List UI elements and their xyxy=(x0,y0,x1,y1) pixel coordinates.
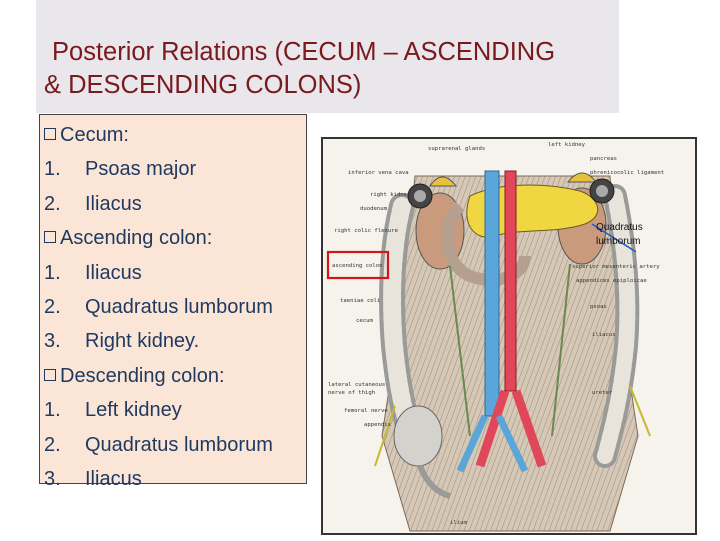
slide-title: Posterior Relations (CECUM – ASCENDING &… xyxy=(44,36,614,102)
list-item-number: 1. xyxy=(44,261,61,284)
figure-label-right: left kidney xyxy=(548,142,586,148)
list-item: 3. Iliacus xyxy=(44,462,309,496)
figure-label-left: suprarenal glands xyxy=(428,146,485,152)
list-item: 1. Iliacus xyxy=(44,256,309,290)
cutaneous-nerve-shape xyxy=(374,405,396,467)
appendix-shape xyxy=(417,464,451,499)
list-item-number: 1. xyxy=(44,158,61,181)
anatomy-illustration: suprarenal glands inferior vena cava right… xyxy=(321,137,697,535)
figure-label-right: superior mesenteric artery xyxy=(572,264,660,270)
figure-label-right: ureter xyxy=(592,390,613,396)
figure-label-left: lateral cutaneous xyxy=(328,382,385,388)
figure-label-right: phrenicocolic ligament xyxy=(590,170,664,176)
list-item-text: Cecum: xyxy=(60,124,129,146)
list-item: 3. Right kidney. xyxy=(44,324,309,358)
figure-label-left: ilium xyxy=(450,520,467,526)
list-item-number: 3. xyxy=(44,330,61,353)
callout-label-line-1: Quadratus xyxy=(596,222,643,233)
figure-label-left: right colic flexure xyxy=(334,228,399,234)
list-item: 1. Left kidney xyxy=(44,393,309,427)
figure-label-left: taeniae coli xyxy=(340,298,380,304)
content-box xyxy=(39,114,307,484)
list-item-text: Quadratus lumborum xyxy=(85,433,273,456)
figure-label-right: appendices epiploicae xyxy=(576,278,647,284)
figure-label-ascending-colon: ascending colon xyxy=(332,263,383,269)
list-item-number: 1. xyxy=(44,399,61,422)
list-item: 1. Psoas major xyxy=(44,152,309,186)
list-item-number: 2. xyxy=(44,433,61,456)
figure-label-left: appendix xyxy=(364,422,392,428)
title-background xyxy=(36,0,619,113)
iliac-veins-shape xyxy=(456,414,529,473)
left-ureter-shape xyxy=(551,263,571,437)
list-item-text: Descending colon: xyxy=(60,364,225,387)
list-item-text: Iliacus xyxy=(85,467,142,490)
cecum-shape xyxy=(393,405,443,467)
list-item: 2. Iliacus xyxy=(44,187,309,221)
figure-label-right: pancreas xyxy=(590,156,617,162)
list-item-text: Quadratus lumborum xyxy=(85,295,273,318)
list-heading: Cecum: xyxy=(44,118,309,152)
quadratus-callout-line xyxy=(591,223,637,253)
list-item-number: 2. xyxy=(44,192,61,215)
right-ureter-shape xyxy=(449,265,471,437)
inferior-vena-cava-shape xyxy=(484,170,500,417)
figure-label-left: inferior vena cava xyxy=(348,170,409,176)
callout-label-line-2: lumborum xyxy=(596,236,640,247)
list-item-text: Left kidney xyxy=(85,399,182,422)
figure-label-left: duodenum xyxy=(360,206,388,212)
ascending-colon-highlight-box xyxy=(326,250,390,280)
list-item: 2. Quadratus lumborum xyxy=(44,290,309,324)
figure-label-left: cecum xyxy=(356,318,373,324)
aorta-shape xyxy=(504,170,517,392)
slide-title-line-2: & DESCENDING COLONS) xyxy=(44,71,362,99)
list-item-text: Psoas major xyxy=(85,158,197,181)
list-item-text: Iliacus xyxy=(85,261,142,284)
iliac-arteries-shape xyxy=(475,389,547,468)
figure-label-right: psoas xyxy=(590,304,607,310)
figure-label-right: iliacus xyxy=(592,332,616,338)
list-item-text: Ascending colon: xyxy=(60,227,213,250)
list-heading: Ascending colon: xyxy=(44,221,309,255)
checkbox-bullet-icon xyxy=(44,368,56,381)
checkbox-bullet-icon xyxy=(44,128,56,140)
list-item: 2. Quadratus lumborum xyxy=(44,428,309,462)
checkbox-bullet-icon xyxy=(44,231,56,244)
figure-label-left: nerve of thigh xyxy=(328,390,375,396)
list-item-number: 3. xyxy=(44,467,61,490)
list-item-text: Right kidney. xyxy=(85,330,200,353)
anatomy-figure: suprarenal glands inferior vena cava right… xyxy=(320,136,698,536)
list-item-number: 2. xyxy=(44,295,61,318)
list-heading: Descending colon: xyxy=(44,359,309,393)
figure-label-left: femoral nerve xyxy=(344,408,388,414)
duodenum-shape xyxy=(441,201,531,286)
figure-label-left: right kidney xyxy=(370,192,411,198)
right-suprarenal-shape xyxy=(429,176,458,187)
slide-title-line-1: Posterior Relations (CECUM – ASCENDING xyxy=(52,38,556,66)
list-item-text: Iliacus xyxy=(85,192,142,215)
